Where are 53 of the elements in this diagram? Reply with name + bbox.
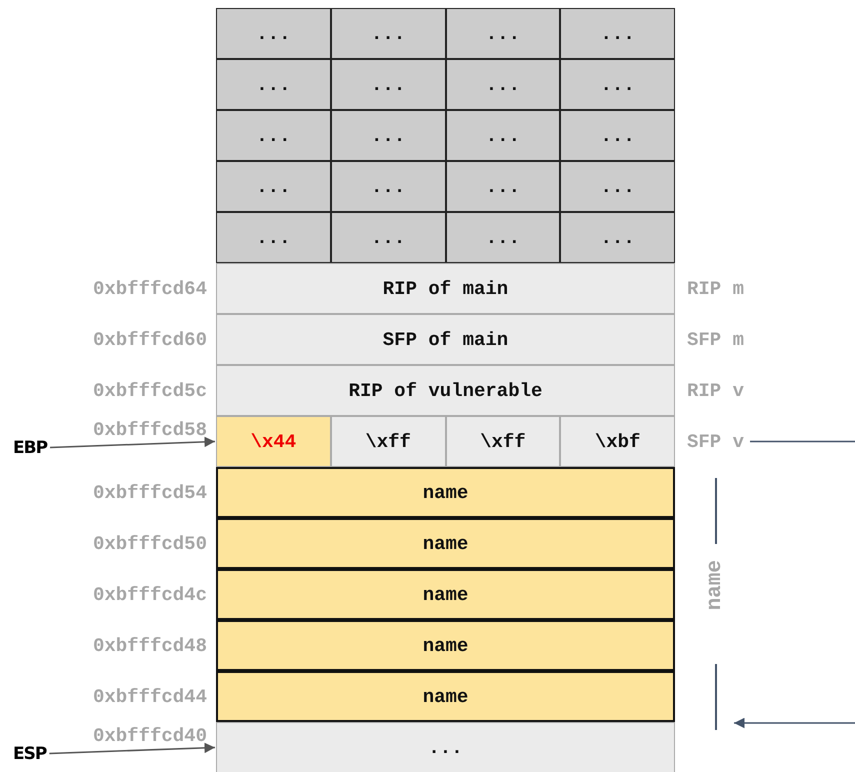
pointer-arrow	[50, 436, 216, 448]
memory-cell: \xff	[446, 416, 560, 467]
bracket-label: name	[704, 560, 728, 610]
pointer-arrow	[734, 718, 855, 728]
memory-cell: ...	[330, 8, 446, 59]
memory-cell: ...	[560, 59, 675, 110]
memory-cell: RIP of main	[216, 263, 675, 314]
address-label: 0xbfffcd48	[92, 634, 207, 656]
register-label: EBP	[13, 436, 48, 458]
memory-cell: ...	[560, 110, 675, 161]
memory-cell: \x44	[216, 416, 331, 467]
memory-cell: ...	[216, 110, 331, 161]
memory-cell: SFP of main	[216, 314, 675, 365]
memory-cell: ...	[216, 161, 331, 212]
memory-cell: ...	[560, 161, 675, 212]
frame-label: RIP v	[687, 380, 744, 402]
register-label: ESP	[13, 742, 46, 764]
memory-cell: name	[216, 569, 675, 620]
memory-cell: ...	[330, 212, 446, 263]
memory-cell: ...	[330, 59, 446, 110]
memory-cell: name	[216, 518, 675, 569]
address-label: 0xbfffcd64	[92, 278, 207, 300]
memory-cell: \xbf	[560, 416, 675, 467]
address-label: 0xbfffcd40	[92, 724, 207, 746]
frame-label: SFP v	[687, 430, 744, 452]
frame-label: SFP m	[687, 328, 744, 350]
memory-cell: ...	[216, 8, 331, 59]
pointer-arrow	[49, 742, 216, 754]
memory-cell: name	[216, 620, 675, 671]
address-label: 0xbfffcd60	[92, 328, 207, 350]
memory-cell: ...	[216, 59, 331, 110]
memory-cell: ...	[446, 212, 560, 263]
frame-label: RIP m	[687, 278, 744, 300]
memory-cell: RIP of vulnerable	[216, 365, 675, 416]
memory-cell: ...	[216, 722, 675, 772]
memory-cell: ...	[446, 59, 560, 110]
address-label: 0xbfffcd5c	[92, 380, 207, 402]
memory-cell: ...	[446, 110, 560, 161]
memory-cell: ...	[446, 161, 560, 212]
memory-cell: name	[216, 467, 675, 518]
address-label: 0xbfffcd50	[92, 532, 207, 554]
memory-cell: ...	[446, 8, 560, 59]
memory-cell: ...	[330, 110, 446, 161]
memory-cell: \xff	[330, 416, 446, 467]
memory-cell: ...	[560, 212, 675, 263]
address-label: 0xbfffcd4c	[92, 584, 207, 606]
address-label: 0xbfffcd58	[92, 418, 207, 440]
address-label: 0xbfffcd54	[92, 482, 207, 504]
address-label: 0xbfffcd44	[92, 686, 207, 708]
memory-cell: ...	[560, 8, 675, 59]
memory-cell: ...	[330, 161, 446, 212]
memory-cell: name	[216, 671, 675, 722]
memory-cell: ...	[216, 212, 331, 263]
